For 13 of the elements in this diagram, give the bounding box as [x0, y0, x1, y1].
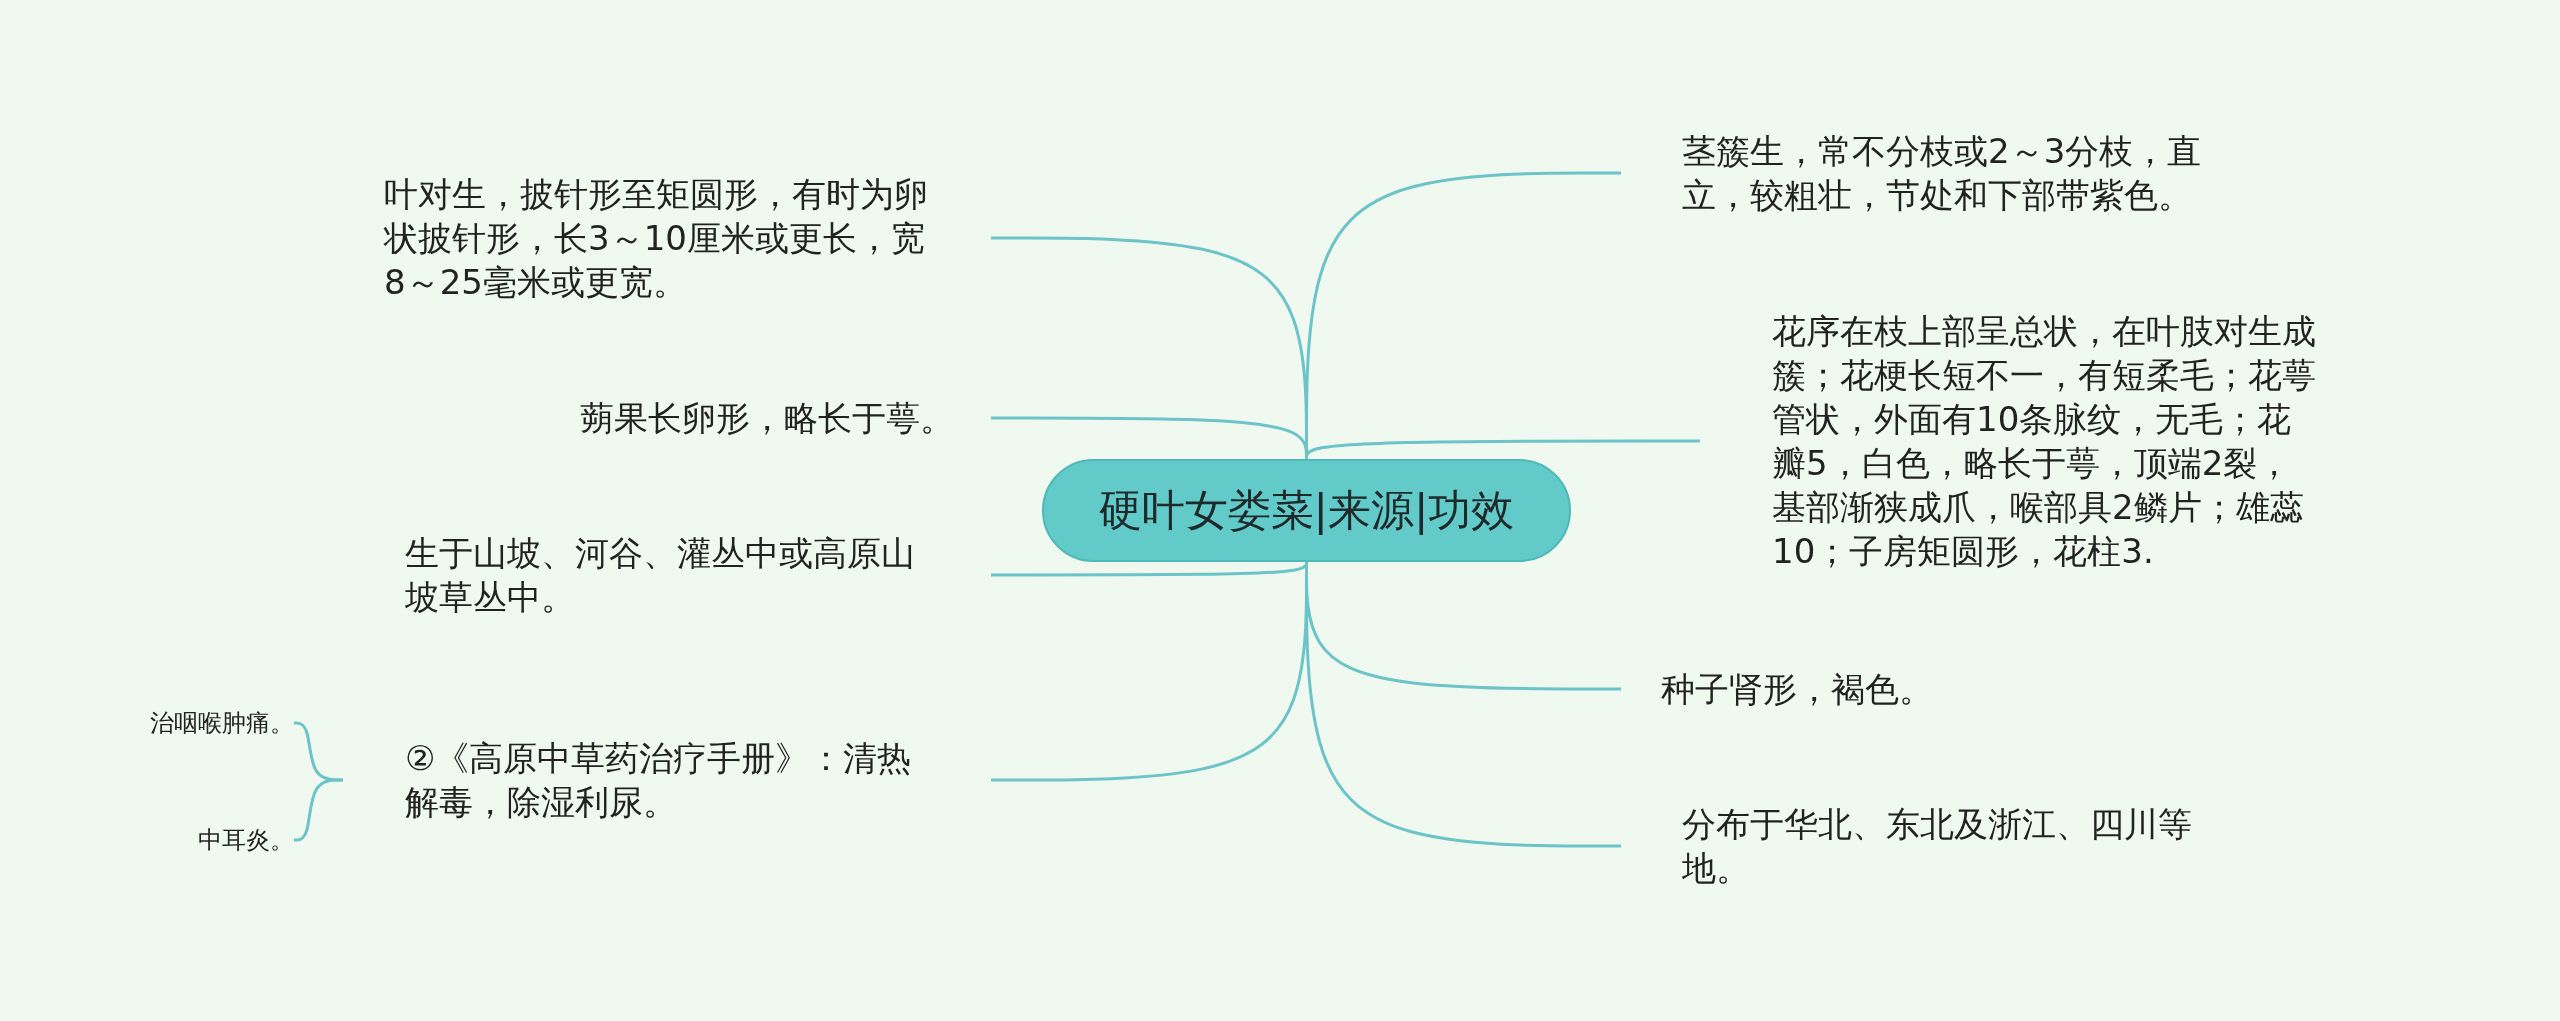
bracket-line: [294, 778, 343, 842]
topic-pill: 硬叶女娄菜|来源|功效: [1042, 459, 1571, 562]
branch-line: [1305, 439, 1700, 460]
branch-text: 蒴果长卵形，略长于萼。: [580, 397, 955, 440]
branch-text: ②《高原中草药治疗手册》：清热解毒，除湿利尿。: [405, 737, 913, 824]
branch-text: 治咽喉肿痛。: [149, 708, 294, 738]
branch-text: 种子肾形，褐色。: [1661, 668, 1934, 711]
branch-text: 花序在枝上部呈总状，在叶肢对生成簇；花梗长短不一，有短柔毛；花萼管状，外面有10条脉纹，无毛；花瓣5，白色，略长于萼，顶端2裂，基部渐狭成爪，喉部具2鳞片；雄蕊10；子房矩圆形，花柱3.: [1772, 310, 2317, 573]
branch-text: 茎簇生，常不分枝或2～3分枝，直立，较粗壮，节处和下部带紫色。: [1682, 130, 2203, 217]
branch-text: 中耳炎。: [197, 825, 294, 855]
branch-text: 叶对生，披针形至矩圆形，有时为卵状披针形，长3～10厘米或更长，宽8～25毫米或更宽。: [384, 173, 929, 304]
branch-text: 生于山坡、河谷、灌丛中或高原山坡草丛中。: [405, 532, 916, 619]
branch-text: 分布于华北、东北及浙江、四川等地。: [1682, 803, 2193, 890]
